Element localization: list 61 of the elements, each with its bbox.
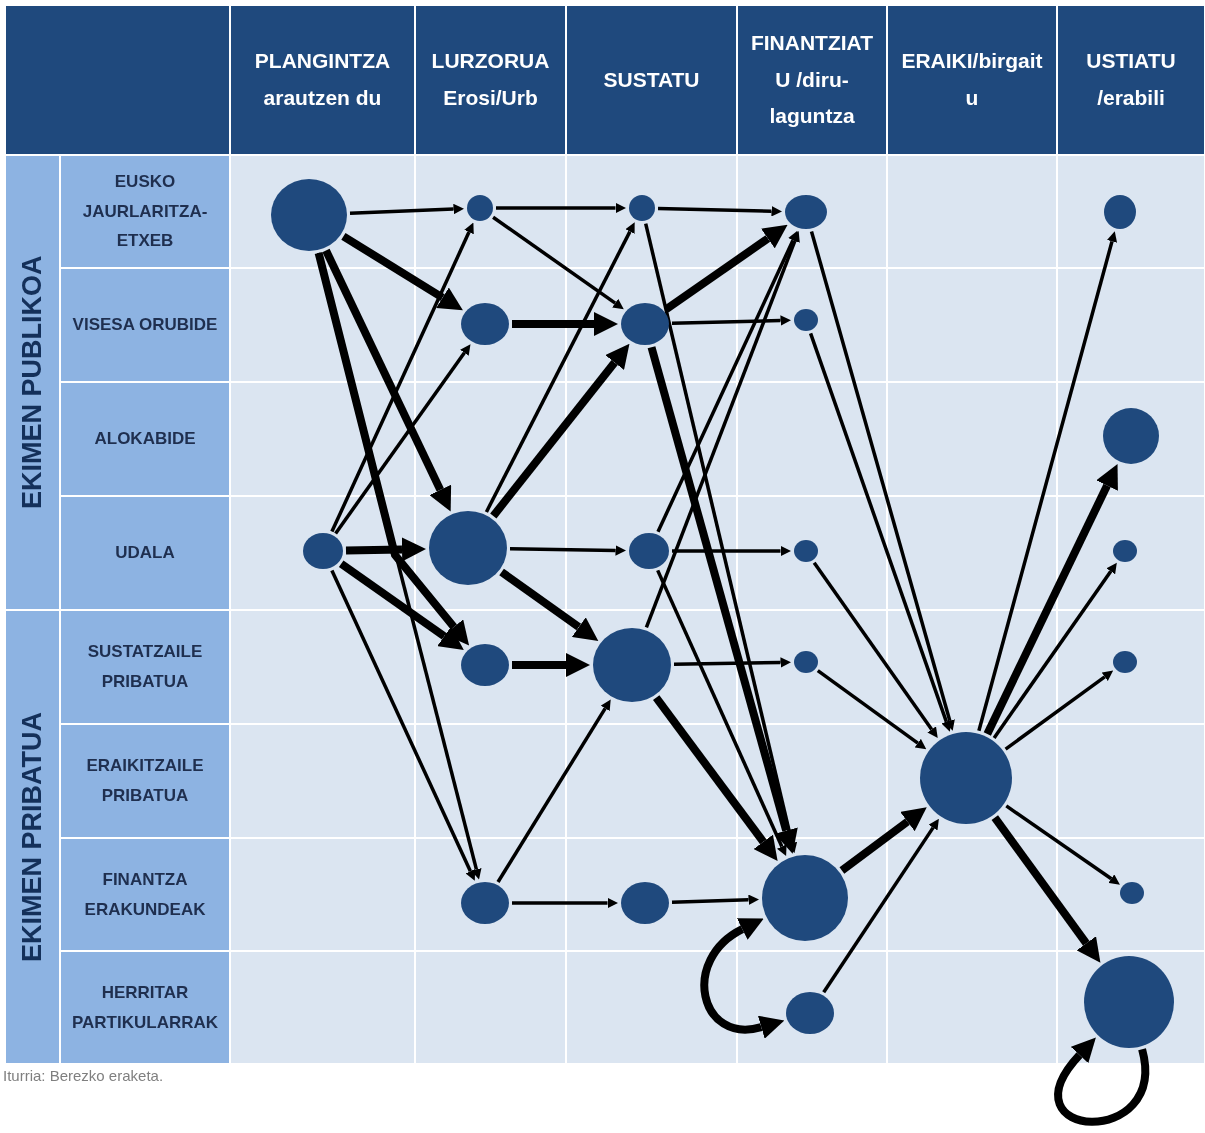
arrow xyxy=(484,222,635,513)
row-header: EUSKO JAURLARITZA-ETXEB xyxy=(60,155,230,268)
arrow xyxy=(496,202,626,214)
arrow xyxy=(496,699,611,883)
arrow xyxy=(983,463,1118,736)
group-label: EKIMEN PRIBATUA xyxy=(5,610,60,1064)
row-header: SUSTATZAILE PRIBATUA xyxy=(60,610,230,724)
row-header: VISESA ORUBIDE xyxy=(60,268,230,382)
column-header: USTIATU /erabili xyxy=(1057,5,1205,155)
arrow xyxy=(330,222,474,533)
arrow xyxy=(330,569,476,881)
arrow xyxy=(657,205,782,217)
source-note: Iturria: Berezko eraketa. xyxy=(3,1067,164,1084)
arrow xyxy=(816,669,927,750)
arrow xyxy=(1005,804,1120,885)
arrow xyxy=(671,315,791,326)
row-header: ALOKABIDE xyxy=(60,382,230,496)
arrow xyxy=(700,916,785,1040)
arrow xyxy=(809,231,955,731)
column-header: LURZORUA Erosi/Urb xyxy=(415,5,566,155)
arrow xyxy=(341,232,463,311)
arrow xyxy=(991,815,1101,963)
arrow xyxy=(822,818,939,994)
arrow xyxy=(509,545,626,556)
row-header: HERRITAR PARTIKULARRAK xyxy=(60,951,230,1064)
arrow xyxy=(338,560,464,651)
arrow xyxy=(644,223,798,854)
arrow xyxy=(656,230,798,533)
arrow xyxy=(317,252,482,880)
arrow xyxy=(492,215,624,310)
arrow xyxy=(512,897,618,909)
arrow xyxy=(322,248,452,512)
row-header: FINANTZA ERAKUNDEAK xyxy=(60,838,230,951)
arrow xyxy=(644,231,800,629)
arrow xyxy=(663,224,788,313)
arrow xyxy=(672,545,791,557)
row-header: UDALA xyxy=(60,496,230,610)
arrow xyxy=(812,561,938,738)
arrow xyxy=(653,695,778,862)
column-header: FINANTZIATU /diru-laguntza xyxy=(737,5,887,155)
arrow xyxy=(349,203,464,216)
arrow xyxy=(656,569,787,857)
arrow xyxy=(647,346,798,854)
arrow xyxy=(992,562,1117,739)
arrow xyxy=(345,537,426,562)
arrow xyxy=(490,343,630,519)
arrow xyxy=(977,231,1118,732)
arrow xyxy=(314,251,470,646)
arrow xyxy=(1054,1035,1150,1126)
row-header: ERAIKITZAILE PRIBATUA xyxy=(60,724,230,838)
arrow xyxy=(499,568,599,642)
column-header: PLANGINTZA arautzen du xyxy=(230,5,415,155)
group-label: EKIMEN PUBLIKOA xyxy=(5,155,60,610)
arrow xyxy=(671,894,759,906)
column-header: ERAIKI/birgaitu xyxy=(887,5,1057,155)
arrow xyxy=(334,344,471,535)
arrow xyxy=(808,332,952,732)
column-header: SUSTATU xyxy=(566,5,737,155)
arrow xyxy=(673,657,791,668)
arrow xyxy=(839,807,927,874)
arrow xyxy=(1004,670,1114,751)
